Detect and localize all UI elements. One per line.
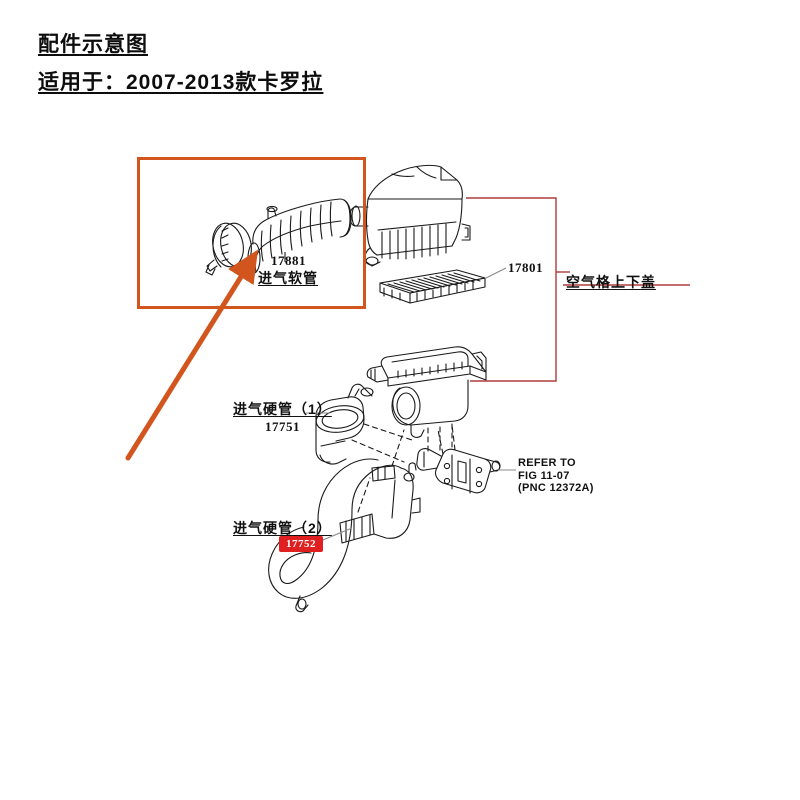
refer-to-line1: REFER TO <box>518 457 576 469</box>
refer-to-note: REFER TO FIG 11-07 (PNC 12372A) <box>518 457 594 495</box>
page-title: 配件示意图 <box>38 33 148 56</box>
mounting-bracket-drawing <box>416 424 501 494</box>
intake-hose-highlight-box <box>137 157 366 309</box>
leader-lines <box>306 267 516 543</box>
callout-label-intake-pipe-2: 进气硬管（2） <box>233 520 332 536</box>
air-filter-element-drawing <box>379 269 486 304</box>
air-cleaner-case-lower-drawing <box>366 346 487 456</box>
callout-number-17752-badge: 17752 <box>279 536 323 552</box>
callout-number-17881: 17881 <box>271 253 306 268</box>
air-cleaner-case-upper-drawing <box>349 164 471 267</box>
refer-to-line2: FIG 11-07 <box>518 469 570 482</box>
callout-label-air-cleaner-cover: 空气格上下盖 <box>566 274 656 290</box>
air-cleaner-cover-bracket <box>466 197 690 382</box>
callout-label-intake-hose: 进气软管 <box>258 270 318 286</box>
title-block: 配件示意图 适用于：2007-2013款卡罗拉 <box>38 32 323 96</box>
callout-number-17751: 17751 <box>265 419 300 434</box>
intake-pipe-upper-drawing <box>315 383 413 465</box>
refer-to-line3: (PNC 12372A) <box>518 482 594 494</box>
callout-label-intake-pipe-1: 进气硬管（1） <box>233 401 332 417</box>
callout-number-17801: 17801 <box>508 260 543 275</box>
highlight-arrow-shape <box>125 249 259 461</box>
page-subtitle: 适用于：2007-2013款卡罗拉 <box>38 71 324 94</box>
